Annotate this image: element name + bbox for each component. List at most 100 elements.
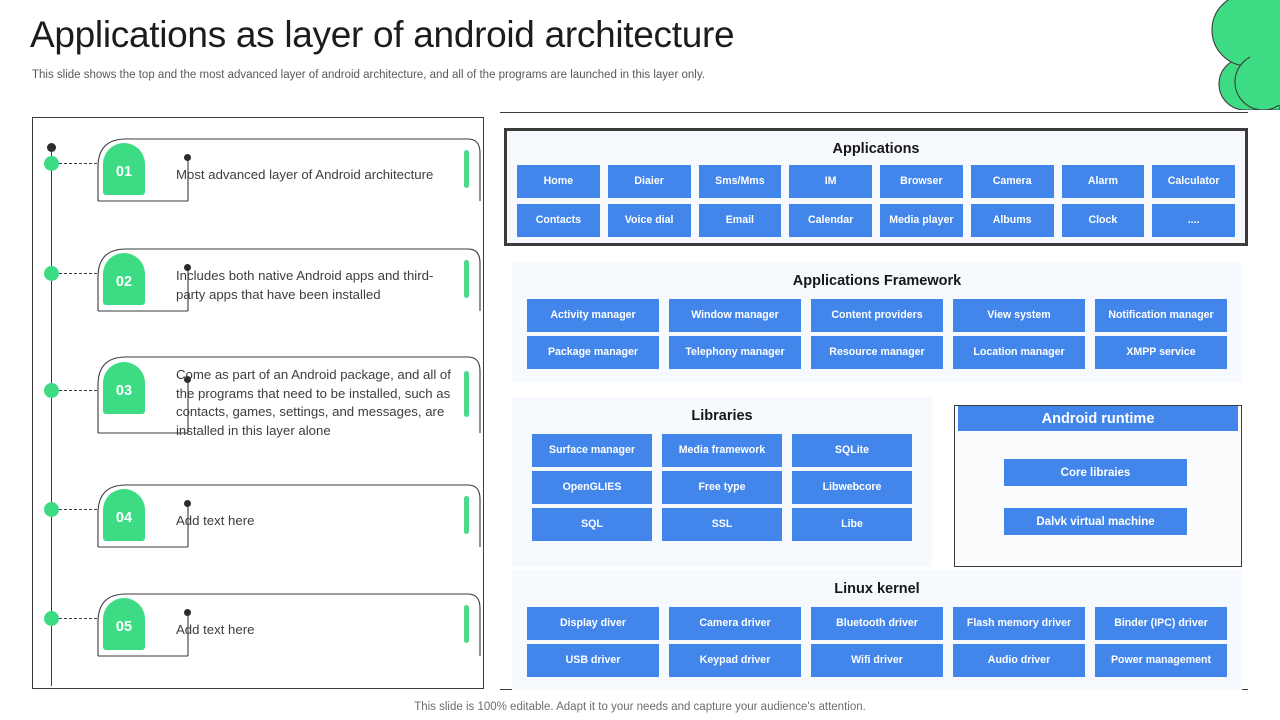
kernel-cell-binder-ipc-driver[interactable]: Binder (IPC) driver bbox=[1095, 607, 1227, 640]
kernel-cell-bluetooth-driver[interactable]: Bluetooth driver bbox=[811, 607, 943, 640]
step-anchor-dot-04 bbox=[184, 500, 191, 507]
application-cell-diaier[interactable]: Diaier bbox=[607, 165, 691, 198]
library-cell-libwebcore[interactable]: Libwebcore bbox=[792, 471, 912, 504]
kernel-cell-flash-memory-driver[interactable]: Flash memory driver bbox=[953, 607, 1085, 640]
application-cell-media-player[interactable]: Media player bbox=[880, 204, 963, 237]
page-subtitle: This slide shows the top and the most ad… bbox=[32, 69, 705, 81]
step-accent-bar-05 bbox=[464, 605, 469, 643]
application-cell-contacts[interactable]: Contacts bbox=[517, 204, 600, 237]
application-cell-browser[interactable]: Browser bbox=[880, 165, 963, 198]
framework-cell-telephony-manager[interactable]: Telephony manager bbox=[669, 336, 801, 369]
step-card-05[interactable]: 05 Add text here bbox=[96, 592, 482, 658]
timeline-start-dot bbox=[47, 143, 56, 152]
application-cell-camera[interactable]: Camera bbox=[970, 165, 1054, 198]
decorative-blob bbox=[1130, 0, 1280, 111]
step-anchor-dot-02 bbox=[184, 264, 191, 271]
footer-note: This slide is 100% editable. Adapt it to… bbox=[414, 701, 866, 713]
framework-cell-window-manager[interactable]: Window manager bbox=[669, 299, 801, 332]
timeline-node-04[interactable] bbox=[44, 502, 59, 517]
application-cell-albums[interactable]: Albums bbox=[970, 204, 1054, 237]
framework-cell-view-system[interactable]: View system bbox=[953, 299, 1085, 332]
panel-top-rule bbox=[500, 112, 1248, 113]
library-cell-media-framework[interactable]: Media framework bbox=[662, 434, 782, 467]
blob-icon bbox=[1211, 0, 1280, 111]
kernel-cell-usb-driver[interactable]: USB driver bbox=[527, 644, 659, 677]
timeline-connector-05 bbox=[59, 618, 97, 619]
page-title: Applications as layer of android archite… bbox=[30, 14, 735, 55]
section-applications-title: Applications bbox=[832, 141, 920, 157]
step-text-01: Most advanced layer of Android architect… bbox=[176, 167, 434, 182]
kernel-row: USB driver Keypad driver Wifi driver Audio … bbox=[520, 644, 1234, 677]
application-cell-calculator[interactable]: Calculator bbox=[1152, 165, 1235, 198]
kernel-cell-camera-driver[interactable]: Camera driver bbox=[669, 607, 801, 640]
library-cell-sql[interactable]: SQL bbox=[532, 508, 652, 541]
runtime-item-core-libraies: Core libraies bbox=[1004, 459, 1187, 486]
kernel-row: Display diver Camera driver Bluetooth driv… bbox=[520, 607, 1234, 640]
timeline-node-05[interactable] bbox=[44, 611, 59, 626]
timeline-connector-03 bbox=[59, 390, 97, 391]
library-cell-sqlite[interactable]: SQLite bbox=[792, 434, 912, 467]
library-row: SQL SSL Libe bbox=[520, 508, 924, 541]
application-cell-[interactable]: .... bbox=[1152, 204, 1235, 237]
application-cell-alarm[interactable]: Alarm bbox=[1061, 165, 1145, 198]
application-cell-clock[interactable]: Clock bbox=[1061, 204, 1145, 237]
kernel-cell-audio-driver[interactable]: Audio driver bbox=[953, 644, 1085, 677]
library-row: OpenGLIES Free type Libwebcore bbox=[520, 471, 924, 504]
step-anchor-dot-03 bbox=[184, 376, 191, 383]
step-accent-bar-01 bbox=[464, 150, 469, 188]
timeline-node-02[interactable] bbox=[44, 266, 59, 281]
section-framework: Applications Framework Activity manager W… bbox=[512, 262, 1242, 382]
framework-cell-notification-manager[interactable]: Notification manager bbox=[1095, 299, 1227, 332]
step-number-badge-03: 03 bbox=[103, 362, 145, 414]
kernel-cell-keypad-driver[interactable]: Keypad driver bbox=[669, 644, 801, 677]
framework-cell-activity-manager[interactable]: Activity manager bbox=[527, 299, 659, 332]
kernel-cell-display-diver[interactable]: Display diver bbox=[527, 607, 659, 640]
section-kernel: Linux kernel Display diver Camera driver B… bbox=[512, 570, 1242, 690]
runtime-item-dalvk-virtual-machine: Dalvk virtual machine bbox=[1004, 508, 1187, 535]
kernel-cell-power-management[interactable]: Power management bbox=[1095, 644, 1227, 677]
kernel-grid: Display diver Camera driver Bluetooth driv… bbox=[520, 607, 1234, 677]
step-number-badge-04: 04 bbox=[103, 489, 145, 541]
kernel-cell-wifi-driver[interactable]: Wifi driver bbox=[811, 644, 943, 677]
step-anchor-dot-01 bbox=[184, 154, 191, 161]
framework-grid: Activity manager Window manager Content pr… bbox=[520, 299, 1234, 369]
application-cell-sms-mms[interactable]: Sms/Mms bbox=[698, 165, 782, 198]
application-cell-home[interactable]: Home bbox=[517, 165, 600, 198]
library-row: Surface manager Media framework SQLite bbox=[520, 434, 924, 467]
framework-cell-location-manager[interactable]: Location manager bbox=[953, 336, 1085, 369]
section-kernel-title: Linux kernel bbox=[834, 581, 920, 597]
library-cell-openglies[interactable]: OpenGLIES bbox=[532, 471, 652, 504]
framework-cell-content-providers[interactable]: Content providers bbox=[811, 299, 943, 332]
timeline-connector-04 bbox=[59, 509, 97, 510]
step-number-badge-05: 05 bbox=[103, 598, 145, 650]
step-accent-bar-02 bbox=[464, 260, 469, 298]
step-text-05: Add text here bbox=[176, 622, 255, 637]
section-runtime-title: Android runtime bbox=[958, 406, 1238, 431]
timeline-node-01[interactable] bbox=[44, 156, 59, 171]
library-cell-libe[interactable]: Libe bbox=[792, 508, 912, 541]
library-cell-free-type[interactable]: Free type bbox=[662, 471, 782, 504]
application-cell-calendar[interactable]: Calendar bbox=[789, 204, 872, 237]
timeline-node-03[interactable] bbox=[44, 383, 59, 398]
library-cell-ssl[interactable]: SSL bbox=[662, 508, 782, 541]
application-cell-im[interactable]: IM bbox=[789, 165, 872, 198]
section-framework-title: Applications Framework bbox=[792, 273, 962, 289]
application-cell-voice-dial[interactable]: Voice dial bbox=[607, 204, 691, 237]
step-text-02: Includes both native Android apps and th… bbox=[176, 268, 434, 302]
timeline-connector-01 bbox=[59, 163, 97, 164]
library-cell-surface-manager[interactable]: Surface manager bbox=[532, 434, 652, 467]
framework-cell-xmpp-service[interactable]: XMPP service bbox=[1095, 336, 1227, 369]
section-runtime bbox=[954, 405, 1242, 567]
framework-cell-package-manager[interactable]: Package manager bbox=[527, 336, 659, 369]
application-cell-email[interactable]: Email bbox=[698, 204, 782, 237]
framework-cell-resource-manager[interactable]: Resource manager bbox=[811, 336, 943, 369]
